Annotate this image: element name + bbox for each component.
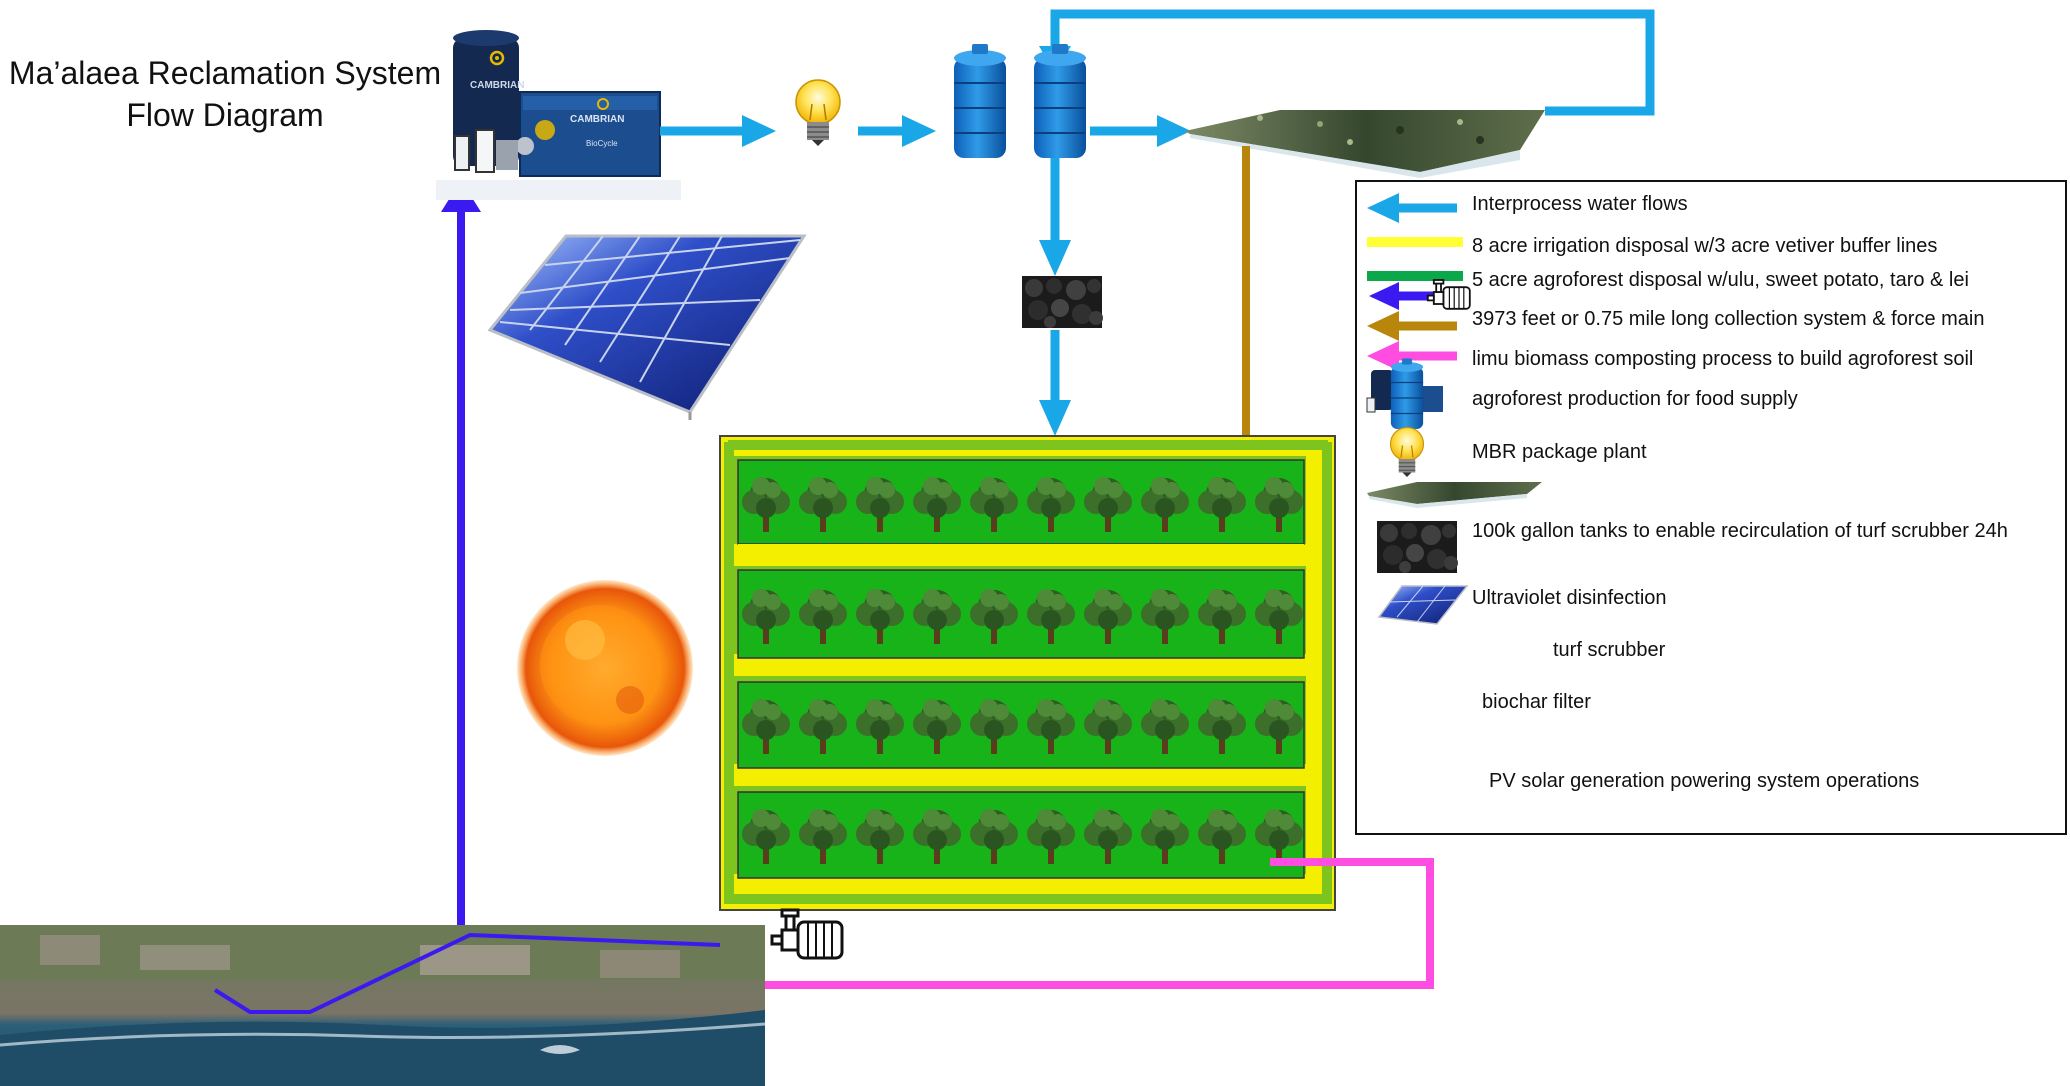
collection-force-main (441, 180, 481, 928)
pump-icon (770, 908, 844, 960)
legend-label-tanks: 100k gallon tanks to enable recirculatio… (1472, 520, 2008, 542)
turf-scrubber-icon (1185, 110, 1545, 178)
legend-label-biochar: biochar filter (1482, 691, 1591, 713)
title-line-2: Flow Diagram (126, 97, 324, 133)
legend-bulb-icon (1389, 426, 1425, 478)
legend-label-irrigation: 8 acre irrigation disposal w/3 acre veti… (1472, 235, 1938, 257)
plant-brand-text: CAMBRIAN (470, 80, 524, 91)
interprocess-flow-arrows (660, 9, 1655, 436)
aerial-map-icon (0, 925, 766, 1086)
legend-green-line-icon (1367, 271, 1463, 281)
legend-purple-arrow-icon (1369, 279, 1471, 310)
legend-yellow-line-icon (1367, 237, 1463, 247)
legend-label-collection: 3973 feet or 0.75 mile long collection s… (1472, 308, 1985, 330)
legend-label-solar: PV solar generation powering system oper… (1489, 770, 1920, 792)
legend-gold-arrow-icon (1367, 311, 1457, 341)
water-tank-icon (953, 43, 1087, 159)
legend-label-biomass: limu biomass composting process to build… (1472, 348, 1974, 370)
legend-label-production: agroforest production for food supply (1472, 388, 1798, 410)
legend-blue-arrow-icon (1367, 193, 1457, 223)
legend-label-agroforest: 5 acre agroforest disposal w/ulu, sweet … (1472, 269, 1969, 291)
legend-label-uv: Ultraviolet disinfection (1472, 587, 1667, 609)
legend-pink-arrow-icon (1367, 341, 1457, 371)
diagram-title: Ma’alaea Reclamation System Flow Diagram (0, 52, 450, 136)
sun-icon (517, 580, 693, 756)
solar-panel-icon (487, 234, 807, 420)
legend-symbols (1366, 193, 1542, 625)
legend-label-water-flows: Interprocess water flows (1472, 193, 1688, 215)
legend-tank-icon (1390, 357, 1424, 430)
legend-label-mbr: MBR package plant (1472, 441, 1647, 463)
legend-biochar-icon (1377, 521, 1458, 573)
legend-turf-icon (1367, 482, 1542, 508)
legend-label-turf: turf scrubber (1553, 639, 1666, 661)
plant-product-text: BioCycle (586, 139, 618, 148)
mbr-package-plant-icon: CAMBRIAN CAMBRIAN BioCycle (436, 30, 681, 200)
legend-box: Interprocess water flows 8 acre irrigati… (1355, 180, 2067, 835)
lightbulb-icon (795, 79, 841, 147)
biochar-filter-icon (1022, 276, 1103, 328)
title-line-1: Ma’alaea Reclamation System (8, 55, 442, 91)
legend-solar-icon (1377, 585, 1469, 625)
svg-text:CAMBRIAN: CAMBRIAN (570, 114, 624, 125)
